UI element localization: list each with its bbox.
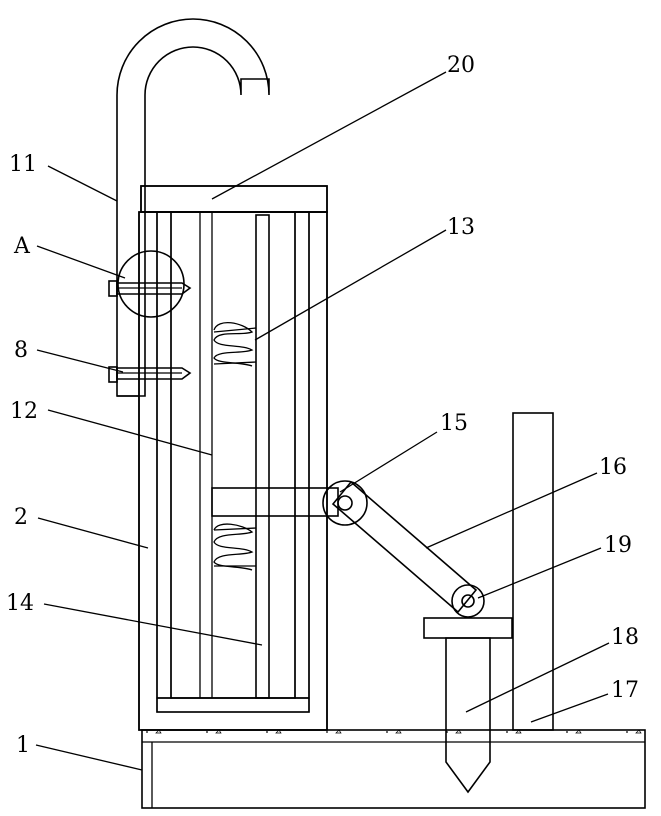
cross-plate [424,618,512,638]
leader-lines [36,72,609,770]
lower-spring [214,524,256,570]
slider-bar [212,488,338,516]
callout-17: 17 [611,678,639,703]
callout-A: A [13,234,31,259]
callout-12: 12 [10,399,38,424]
inner-frame [157,212,309,712]
guide-rail [256,215,269,698]
callout-15: 15 [440,411,468,436]
drill-bit [446,638,490,792]
lower-screw [109,367,190,382]
callout-1: 1 [16,733,30,758]
callout-2: 2 [14,505,28,530]
callout-19: 19 [604,533,632,558]
callout-8: 8 [14,338,28,363]
pivot-wheel [323,481,367,525]
callout-18: 18 [611,625,639,650]
callout-16: 16 [599,455,627,480]
callout-14: 14 [6,591,34,616]
rack-column [513,413,553,730]
callout-11: 11 [9,152,37,177]
base-block [142,730,645,808]
top-cover-plate [141,186,327,212]
callout-20: 20 [447,53,475,78]
callout-labels: 11 A 8 12 2 14 1 20 13 15 16 19 18 17 [6,53,639,758]
upper-screw [109,281,190,296]
detail-circle [118,251,184,317]
upper-spring [214,323,256,366]
callout-13: 13 [447,215,475,240]
